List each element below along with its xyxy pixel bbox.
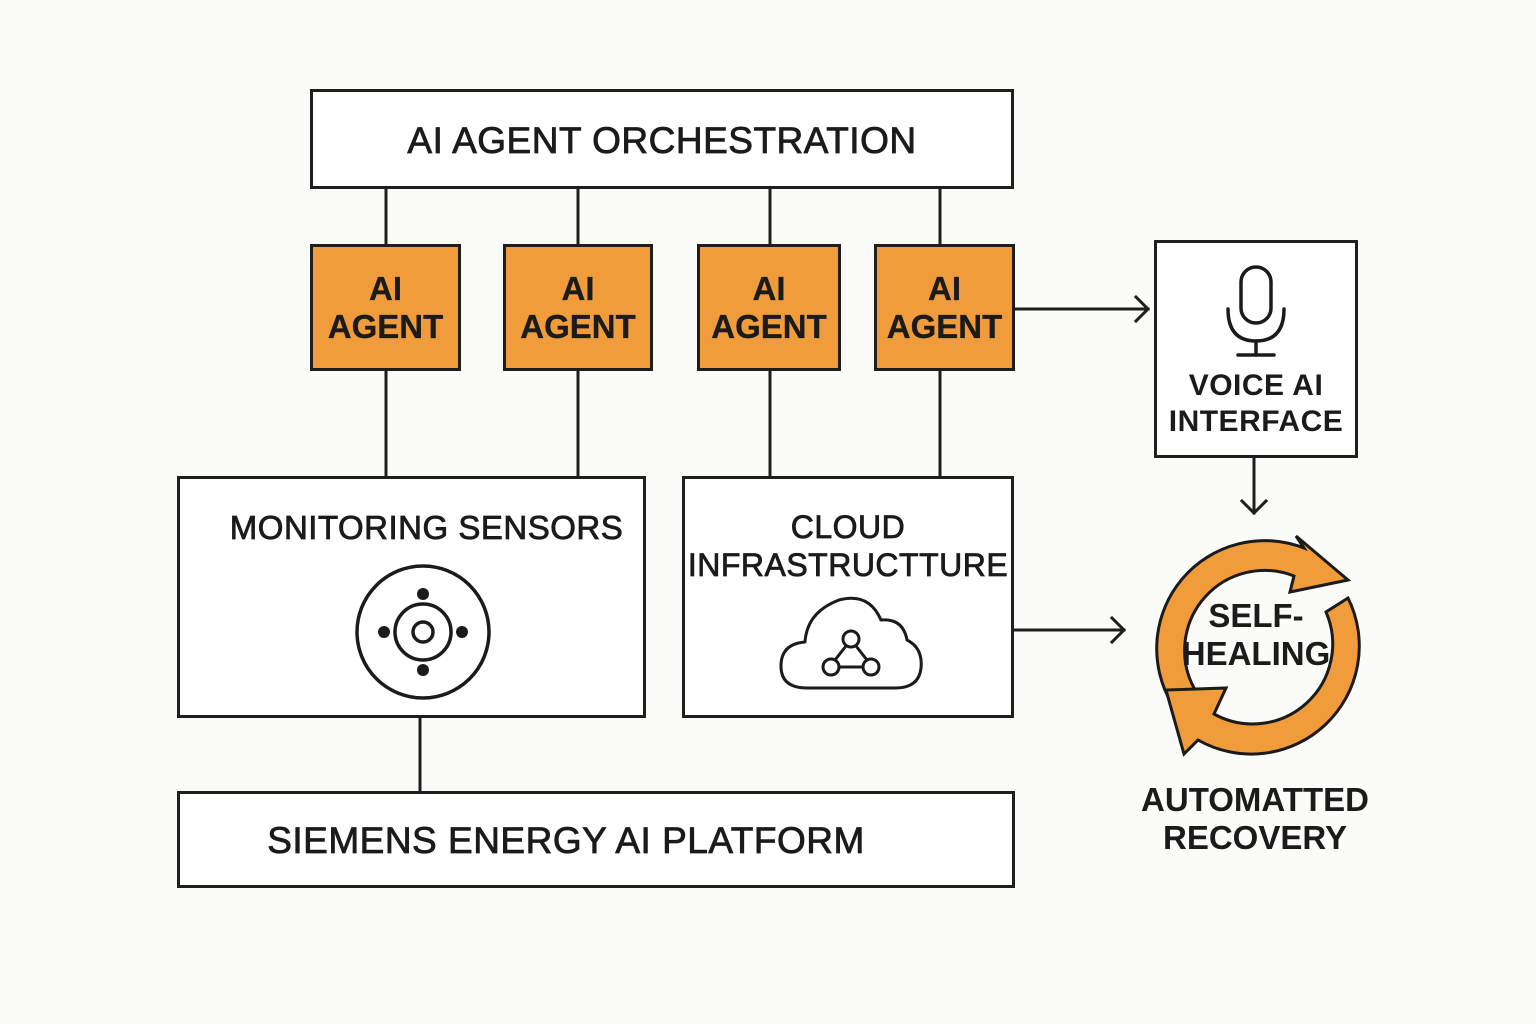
cycle-arrow-upper bbox=[1155, 534, 1352, 707]
agent-label-line2: AGENT bbox=[327, 307, 444, 345]
arrowhead-agent-voice bbox=[1133, 294, 1151, 324]
cycle-arrow-lower bbox=[1164, 595, 1361, 757]
agent-label-line1: AI bbox=[561, 269, 595, 307]
ai-agent-box-4: AI AGENT bbox=[874, 244, 1015, 371]
arrowhead-cloud-healing bbox=[1109, 615, 1127, 645]
platform-box: SIEMENS ENERGY AI PLATFORM bbox=[177, 791, 1015, 888]
cloud-infrastructure-box: CLOUD INFRASTRUCTTURE bbox=[682, 476, 1014, 718]
voice-label-line1: VOICE AI bbox=[1188, 369, 1324, 402]
agent-label-line2: AGENT bbox=[886, 307, 1003, 345]
agent-label-line2: AGENT bbox=[711, 307, 827, 345]
recovery-line2: RECOVERY bbox=[1163, 818, 1347, 856]
voice-label-line2: INTERFACE bbox=[1168, 405, 1344, 438]
arrowhead-voice-healing bbox=[1239, 498, 1269, 516]
self-healing-label: SELF- HEALING bbox=[1176, 597, 1336, 673]
agent-label-line1: AI bbox=[928, 269, 961, 307]
cloud-label-line1: CLOUD bbox=[790, 509, 906, 546]
cloud-network-icon bbox=[779, 596, 923, 690]
agent-label-line1: AI bbox=[752, 269, 786, 307]
agent-label-line1: AI bbox=[369, 269, 402, 307]
recovery-line1: AUTOMATTED bbox=[1141, 781, 1369, 818]
agent-label-line2: AGENT bbox=[520, 307, 636, 345]
voice-ai-box: VOICE AI INTERFACE bbox=[1154, 240, 1358, 458]
monitoring-sensors-box: MONITORING SENSORS bbox=[177, 476, 646, 718]
orchestration-label: AI AGENT ORCHESTRATION bbox=[407, 120, 917, 162]
monitoring-label: MONITORING SENSORS bbox=[229, 509, 624, 547]
orchestration-box: AI AGENT ORCHESTRATION bbox=[310, 89, 1014, 189]
ai-agent-box-3: AI AGENT bbox=[697, 244, 841, 371]
cloud-label-line2: INFRASTRUCTTURE bbox=[687, 547, 1009, 584]
ai-agent-box-1: AI AGENT bbox=[310, 244, 461, 371]
self-healing-line1: SELF- bbox=[1208, 597, 1304, 634]
microphone-icon bbox=[1226, 265, 1286, 357]
cycle-arrows-icon bbox=[1155, 534, 1361, 757]
ai-agent-box-2: AI AGENT bbox=[503, 244, 653, 371]
sensor-icon bbox=[355, 564, 491, 700]
platform-label: SIEMENS ENERGY AI PLATFORM bbox=[267, 820, 865, 862]
self-healing-line2: HEALING bbox=[1181, 634, 1331, 672]
automated-recovery-label: AUTOMATTED RECOVERY bbox=[1120, 781, 1390, 856]
